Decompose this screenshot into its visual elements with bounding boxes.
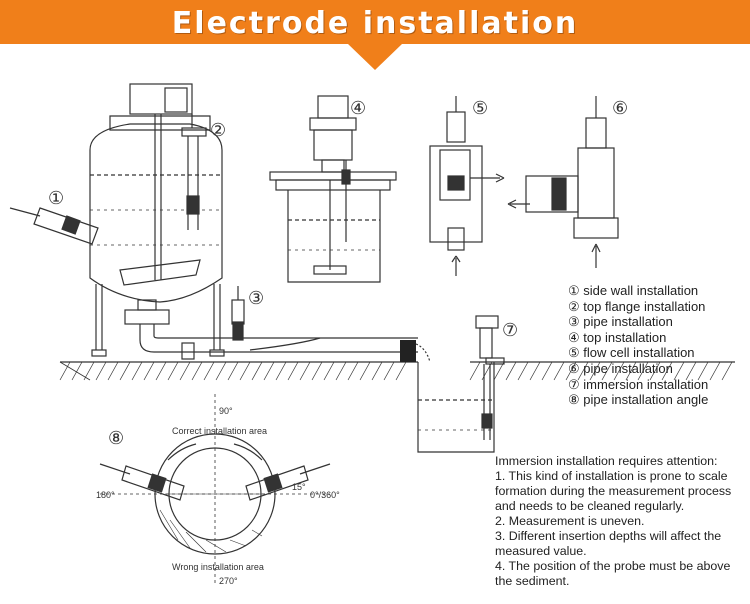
legend-item: ⑧ pipe installation angle: [568, 392, 709, 408]
top-installation-tank: [269, 95, 397, 283]
reactor-tank: [89, 83, 418, 360]
notes-heading: Immersion installation requires attentio…: [495, 454, 718, 468]
marker-4: ④: [350, 98, 366, 118]
label-0-360-deg: 0°/360°: [310, 490, 340, 500]
label-270-deg: 270°: [219, 576, 238, 586]
sensor-side-wall: [9, 207, 99, 245]
label-180-deg: 180°: [96, 490, 115, 500]
note-item: 3. Different insertion depths will affec…: [495, 529, 722, 558]
legend: ① side wall installation ② top flange in…: [568, 283, 708, 408]
marker-3: ③: [248, 288, 264, 308]
pipe-tee: [507, 96, 619, 268]
marker-5: ⑤: [472, 98, 488, 118]
marker-2: ②: [210, 120, 226, 140]
note-item: 4. The position of the probe must be abo…: [495, 559, 731, 588]
immersion-notes: Immersion installation requires attentio…: [495, 454, 750, 589]
marker-8: ⑧: [108, 428, 124, 448]
marker-7: ⑦: [502, 320, 518, 340]
sensor-pipe: [231, 286, 321, 351]
header-banner: [0, 0, 750, 70]
note-item: 1. This kind of installation is prone to…: [495, 469, 732, 513]
label-correct-area: Correct installation area: [172, 426, 267, 436]
legend-item: ⑤ flow cell installation: [568, 345, 695, 361]
label-90-deg: 90°: [219, 406, 233, 416]
angle-diagram: [99, 394, 331, 584]
flow-cell: [429, 96, 505, 276]
legend-item: ⑥ pipe installation: [568, 360, 673, 376]
label-wrong-area: Wrong installation area: [172, 562, 264, 572]
legend-item: ⑦ immersion installation: [568, 376, 709, 392]
marker-1: ①: [48, 188, 64, 208]
legend-item: ③ pipe installation: [568, 314, 673, 330]
legend-item: ④ top installation: [568, 329, 667, 345]
legend-item: ② top flange installation: [568, 298, 706, 314]
immersion-tank: [417, 315, 505, 453]
page-title: Electrode installation: [171, 6, 579, 41]
note-item: 2. Measurement is uneven.: [495, 514, 645, 528]
marker-6: ⑥: [612, 98, 628, 118]
sensor-top-flange: [181, 114, 207, 230]
legend-item: ① side wall installation: [568, 283, 699, 298]
label-15-deg: 15°: [292, 482, 306, 492]
